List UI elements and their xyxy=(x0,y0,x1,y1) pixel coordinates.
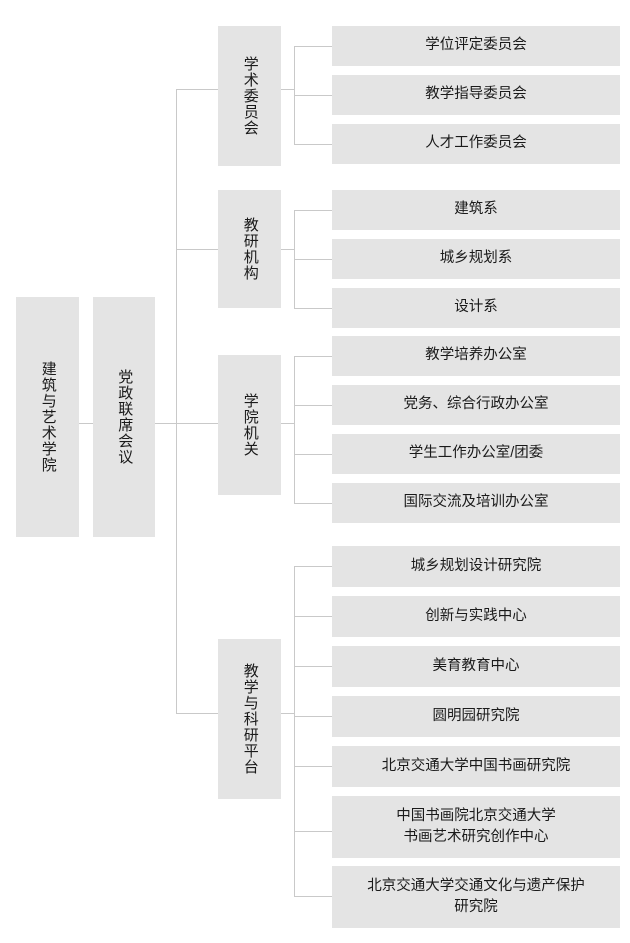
connector-category-3-out xyxy=(281,423,294,424)
node-leaf-innovation-practice-center[interactable]: 创新与实践中心 xyxy=(332,596,620,637)
node-leaf-urban-rural-planning-design-institute-label: 城乡规划设计研究院 xyxy=(410,557,542,574)
node-leaf-aesthetic-education-center-label: 美育教育中心 xyxy=(432,657,520,674)
node-leaf-aesthetic-education-center[interactable]: 美育教育中心 xyxy=(332,646,620,687)
connector-group-1-leaf-1 xyxy=(294,46,332,47)
node-category-teaching-research-platforms[interactable]: 教学与科研平台 xyxy=(218,639,281,799)
connector-group-4-leaf-2 xyxy=(294,616,332,617)
connector-group-3-leaf-4 xyxy=(294,503,332,504)
connector-group-4-leaf-1 xyxy=(294,566,332,567)
node-leaf-student-affairs-office[interactable]: 学生工作办公室/团委 xyxy=(332,434,620,474)
node-leaf-student-affairs-office-label: 学生工作办公室/团委 xyxy=(408,445,544,462)
connector-group-4-spine xyxy=(294,566,295,896)
connector-trunk-to-category-1 xyxy=(176,89,218,90)
node-leaf-teaching-training-office[interactable]: 教学培养办公室 xyxy=(332,336,620,376)
node-category-teaching-research-units[interactable]: 教研机构 xyxy=(218,190,281,308)
connector-group-1-leaf-2 xyxy=(294,95,332,96)
connector-category-4-out xyxy=(281,713,294,714)
connector-group-4-leaf-5 xyxy=(294,766,332,767)
node-leaf-international-exchange-training-office[interactable]: 国际交流及培训办公室 xyxy=(332,483,620,523)
node-leaf-yuanmingyuan-research-institute-label: 圆明园研究院 xyxy=(432,707,520,724)
node-root-college-label: 建筑与艺术学院 xyxy=(39,361,57,473)
connector-group-4-leaf-4 xyxy=(294,716,332,717)
connector-group-3-leaf-1 xyxy=(294,356,332,357)
connector-group-4-leaf-7 xyxy=(294,896,332,897)
node-leaf-degree-evaluation-committee[interactable]: 学位评定委员会 xyxy=(332,26,620,66)
node-leaf-architecture-department-label: 建筑系 xyxy=(454,201,498,218)
node-leaf-architecture-department[interactable]: 建筑系 xyxy=(332,190,620,230)
connector-trunk-to-category-4 xyxy=(176,713,218,714)
node-leaf-calligraphy-painting-art-creation-center-label: 中国书画院北京交通大学 书画艺术研究创作中心 xyxy=(396,807,556,845)
node-party-government-joint-meeting[interactable]: 党政联席会议 xyxy=(93,297,155,537)
node-leaf-transport-culture-heritage-institute[interactable]: 北京交通大学交通文化与遗产保护 研究院 xyxy=(332,866,620,928)
connector-group-3-spine xyxy=(294,356,295,503)
node-leaf-urban-rural-planning-department-label: 城乡规划系 xyxy=(439,250,513,267)
connector-trunk-to-category-2 xyxy=(176,249,218,250)
node-leaf-bjtu-chinese-calligraphy-painting-institute[interactable]: 北京交通大学中国书画研究院 xyxy=(332,746,620,787)
node-leaf-international-exchange-training-office-label: 国际交流及培训办公室 xyxy=(403,494,549,511)
connector-root-to-second xyxy=(79,423,93,424)
node-category-academic-committee[interactable]: 学术委员会 xyxy=(218,26,281,166)
node-leaf-urban-rural-planning-design-institute[interactable]: 城乡规划设计研究院 xyxy=(332,546,620,587)
connector-second-to-trunk xyxy=(155,423,177,424)
node-leaf-teaching-guidance-committee[interactable]: 教学指导委员会 xyxy=(332,75,620,115)
connector-group-3-leaf-2 xyxy=(294,405,332,406)
node-category-teaching-research-platforms-label: 教学与科研平台 xyxy=(241,663,259,775)
node-root-college[interactable]: 建筑与艺术学院 xyxy=(16,297,79,537)
connector-group-4-leaf-3 xyxy=(294,666,332,667)
node-category-college-offices-label: 学院机关 xyxy=(241,393,259,457)
node-leaf-talent-work-committee[interactable]: 人才工作委员会 xyxy=(332,124,620,164)
node-leaf-talent-work-committee-label: 人才工作委员会 xyxy=(425,135,527,152)
connector-category-1-out xyxy=(281,89,294,90)
node-category-teaching-research-units-label: 教研机构 xyxy=(241,217,259,281)
connector-group-2-leaf-3 xyxy=(294,308,332,309)
node-leaf-transport-culture-heritage-institute-label: 北京交通大学交通文化与遗产保护 研究院 xyxy=(367,877,585,915)
connector-category-2-out xyxy=(281,249,294,250)
node-leaf-design-department-label: 设计系 xyxy=(454,299,498,316)
node-party-government-joint-meeting-label: 党政联席会议 xyxy=(116,369,134,465)
node-leaf-design-department[interactable]: 设计系 xyxy=(332,288,620,328)
node-leaf-degree-evaluation-committee-label: 学位评定委员会 xyxy=(425,37,527,54)
node-leaf-teaching-training-office-label: 教学培养办公室 xyxy=(425,347,527,364)
node-leaf-calligraphy-painting-art-creation-center[interactable]: 中国书画院北京交通大学 书画艺术研究创作中心 xyxy=(332,796,620,858)
connector-group-4-leaf-6 xyxy=(294,831,332,832)
node-leaf-teaching-guidance-committee-label: 教学指导委员会 xyxy=(425,86,527,103)
connector-group-1-leaf-3 xyxy=(294,144,332,145)
connector-trunk-to-category-3 xyxy=(176,423,218,424)
connector-group-2-leaf-1 xyxy=(294,210,332,211)
connector-main-trunk xyxy=(176,89,177,713)
node-category-academic-committee-label: 学术委员会 xyxy=(241,56,259,136)
node-leaf-innovation-practice-center-label: 创新与实践中心 xyxy=(425,607,527,624)
connector-group-3-leaf-3 xyxy=(294,454,332,455)
node-category-college-offices[interactable]: 学院机关 xyxy=(218,355,281,495)
node-leaf-party-affairs-administration-office-label: 党务、综合行政办公室 xyxy=(403,396,549,413)
connector-group-2-leaf-2 xyxy=(294,259,332,260)
node-leaf-urban-rural-planning-department[interactable]: 城乡规划系 xyxy=(332,239,620,279)
node-leaf-party-affairs-administration-office[interactable]: 党务、综合行政办公室 xyxy=(332,385,620,425)
node-leaf-yuanmingyuan-research-institute[interactable]: 圆明园研究院 xyxy=(332,696,620,737)
node-leaf-bjtu-chinese-calligraphy-painting-institute-label: 北京交通大学中国书画研究院 xyxy=(381,757,571,774)
